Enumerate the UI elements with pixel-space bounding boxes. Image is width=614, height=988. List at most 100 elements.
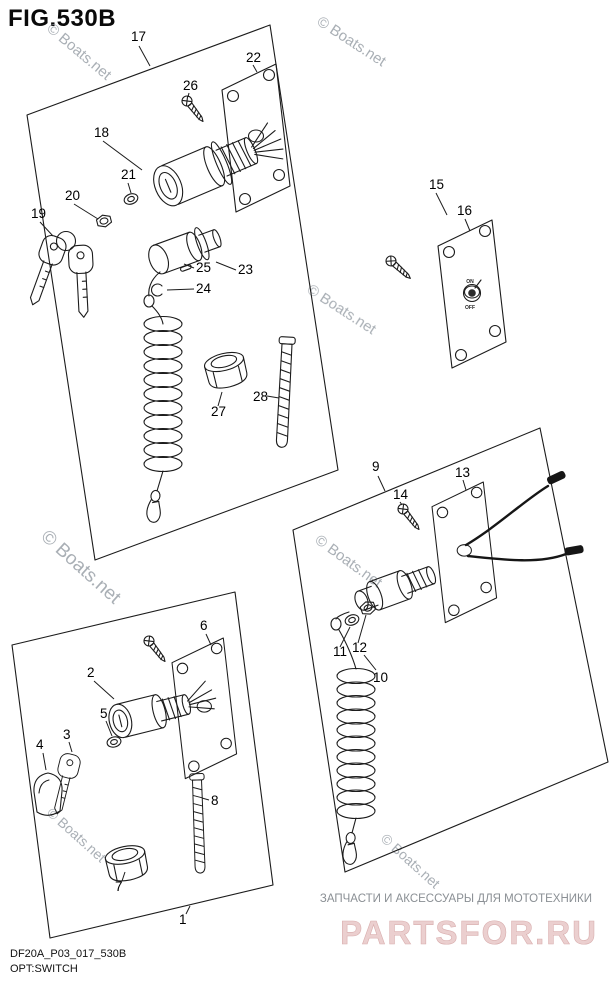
key-switch-2 [108,680,217,739]
off-marking: OFF [465,305,475,311]
coil-ring [143,413,183,431]
leader-line-9 [377,475,386,492]
diagram-linework: ON OFF [11,24,609,939]
group-box-stop-switch [292,427,609,873]
nut-20 [95,214,113,228]
coil-ring [143,455,183,473]
snap-ring-24 [151,283,163,297]
coil-ring [336,708,376,725]
coil-ring [143,441,183,459]
leader-line-2 [93,680,115,700]
on-marking: ON [466,279,474,285]
key-19a [20,232,70,310]
key-cover-4 [33,772,63,816]
switch-wire-2 [466,552,568,562]
coil-ring [143,329,183,347]
part-label-5: 5 [100,706,108,721]
leader-line-14 [399,501,403,506]
screw-15 [383,253,415,283]
snap-hook-b [341,831,359,866]
part-label-7: 7 [115,879,123,894]
leader-line-4 [42,752,47,771]
part-label-14: 14 [393,487,409,502]
leader-line-3 [68,741,73,753]
lanyard-cord-b-end [351,817,357,834]
coil-ring [336,748,376,766]
coil-ring [143,385,183,403]
watermark-text: © Boats.net [37,526,126,609]
part-label-18: 18 [94,125,109,140]
coil-ring [143,399,183,417]
watermark-text: © Boats.net [44,804,109,865]
screw-plate-6 [141,633,170,666]
part-label-25: 25 [196,260,211,275]
leader-line-24 [166,288,195,291]
leader-line-12 [357,614,367,644]
part-label-1: 1 [179,912,187,927]
ignition-switch-18 [153,122,284,207]
screw-14 [395,501,424,534]
leader-line-20 [73,203,99,220]
leader-line-10 [363,654,377,671]
part-label-6: 6 [200,618,208,633]
leader-line-1 [185,905,191,915]
part-label-15: 15 [429,177,444,192]
washer-11 [343,612,361,628]
part-label-20: 20 [65,188,80,203]
leader-line-22 [252,64,258,73]
toggle-switch-knob [462,279,482,303]
leader-line-8 [201,797,210,801]
leader-line-23 [215,261,237,271]
part-label-2: 2 [87,665,95,680]
leader-line-26 [187,92,190,98]
snap-hook-a [144,489,164,524]
coil-ring [143,371,183,389]
coil-ring [336,694,376,712]
washer-21 [122,191,140,207]
lanyard-cord-a-end [156,470,164,492]
part-label-22: 22 [246,50,261,65]
coil-ring [143,357,183,375]
part-label-26: 26 [183,78,198,93]
screw-26 [179,93,208,126]
coil-ring [336,762,376,779]
coil-ring [336,775,376,793]
figure-subtitle: OPT:SWITCH [10,963,78,975]
figure-title: FIG.530B [8,5,116,32]
coil-ring [336,667,376,685]
part-label-4: 4 [36,737,44,752]
pin-25 [180,264,192,272]
part-label-23: 23 [238,262,253,277]
part-label-10: 10 [373,670,388,685]
switch-wire-1 [464,484,550,547]
leader-line-17 [138,45,151,67]
part-label-13: 13 [455,465,470,480]
leader-line-11 [339,626,351,648]
leader-line-7 [121,871,126,882]
coil-ring [143,427,183,445]
leader-line-21 [127,182,132,194]
part-label-11: 11 [333,644,347,659]
group-box-lower-key-switch [11,591,274,939]
leader-line-25 [183,263,195,269]
leader-line-16 [464,218,471,232]
group-box-main-key-switch [26,24,339,561]
lanyard-cord-b [338,629,357,670]
part-label-27: 27 [211,404,226,419]
watermark-text: © Boats.net [378,830,443,891]
coil-ring [336,802,376,820]
strap-8 [189,772,208,874]
leader-line-27 [217,391,223,407]
cap-7 [103,841,151,885]
part-label-8: 8 [211,793,219,808]
wire-terminal-2 [564,545,584,556]
leader-line-6 [205,633,212,646]
lanyard-cord-upper [148,271,161,297]
key-19b [67,244,97,319]
part-label-3: 3 [63,727,71,742]
key-cover-4-detail [38,779,50,794]
wire-terminal-1 [546,470,566,485]
leader-line-13 [462,479,467,491]
part-label-19: 19 [31,206,46,221]
